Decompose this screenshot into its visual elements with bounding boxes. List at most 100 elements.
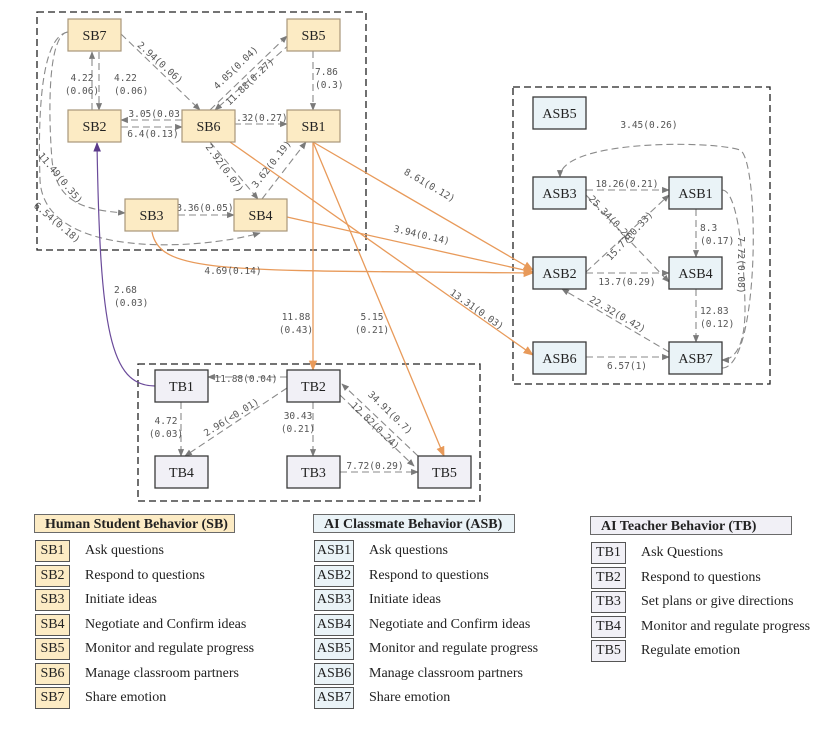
legend-asb-title: AI Classmate Behavior (ASB): [313, 514, 515, 533]
node-box: [233, 198, 288, 232]
edge-label: 6.57(1): [607, 361, 647, 372]
node-tb1: TB1: [154, 369, 209, 403]
legend-code-box: SB6: [35, 662, 70, 685]
edge-label: 13.31(0.03): [448, 287, 506, 332]
edge-label: 3.94(0.14): [392, 224, 450, 248]
node-label: SB6: [196, 120, 220, 135]
node-label: TB3: [301, 466, 326, 481]
edge-label: 2.94(0.06): [135, 40, 185, 86]
edge-label: 4.22(0.06): [114, 73, 148, 97]
edge-tb2-to-tb5: [339, 394, 415, 467]
node-sb3: SB3: [124, 198, 179, 232]
edge-label: 4.69(0.14): [204, 266, 261, 277]
edge-tb5-to-tb2: [341, 383, 419, 457]
edge-label-line: 4.22: [71, 73, 94, 84]
edge-label: 2.92(0.07): [203, 142, 246, 195]
node-label: TB1: [169, 380, 194, 395]
node-label: SB2: [82, 120, 106, 135]
edge-label: 22.32(0.42): [587, 294, 647, 335]
node-box: [154, 455, 209, 489]
edge-label: 18.26(0.21): [596, 179, 659, 190]
edge-label-line: 4.72: [155, 416, 178, 427]
node-sb5: SB5: [286, 18, 341, 52]
legend-code-box: SB7: [35, 687, 70, 709]
node-label: TB4: [169, 466, 194, 481]
node-box: [67, 109, 122, 143]
legend-code-box: ASB2: [314, 564, 354, 587]
edge-label: 7.72(0.08): [735, 236, 746, 293]
legend-description: Initiate ideas: [85, 592, 157, 607]
edge-label: 2.68(0.03): [114, 285, 148, 309]
node-label: SB1: [301, 120, 325, 135]
edge-asb3-to-asb4: [585, 194, 670, 283]
edge-sb7-to-sb4: [38, 31, 261, 246]
legend-code-box: SB2: [35, 564, 70, 587]
edge-asb7-to-asb3: [556, 143, 754, 369]
edge-label: 7.72(0.29): [346, 461, 403, 472]
legend-code-box: SB5: [35, 638, 70, 660]
node-asb4: ASB4: [668, 256, 723, 290]
node-label: ASB4: [678, 267, 712, 282]
legend-description: Manage classroom partners: [85, 665, 239, 681]
edge-label: 3.05(0.03): [128, 109, 185, 120]
legend-description: Share emotion: [85, 690, 167, 705]
node-box: [154, 369, 209, 403]
node-sb4: SB4: [233, 198, 288, 232]
edge-sb4-to-sb1: [261, 141, 307, 200]
node-label: ASB5: [542, 107, 576, 122]
legend-code-box: TB2: [591, 566, 626, 589]
edge-label: 4.22(0.06): [65, 73, 99, 97]
node-box: [668, 176, 723, 210]
legend-tb-title: AI Teacher Behavior (TB): [590, 516, 792, 535]
edge-label: 7.86(0.3): [315, 67, 344, 91]
node-tb5: TB5: [417, 455, 472, 489]
edge-label-line: (0.03): [114, 298, 148, 309]
edge-sb1-to-tb5: [312, 141, 445, 457]
node-box: [668, 256, 723, 290]
node-box: [532, 96, 587, 130]
node-label: ASB7: [678, 352, 712, 367]
legend-code-box: SB3: [35, 589, 70, 611]
sb-group-border: [36, 11, 367, 251]
edge-asb7-to-asb2: [561, 288, 670, 353]
edge-label-line: 11.88: [282, 312, 311, 323]
legend-code-box: TB1: [591, 542, 626, 564]
edge-asb2-to-asb1: [585, 194, 670, 273]
legend-description: Respond to questions: [369, 567, 489, 583]
node-asb5: ASB5: [532, 96, 587, 130]
edge-tb2-to-tb4: [184, 387, 288, 457]
edge-label: 12.83(0.12): [700, 306, 734, 330]
edge-sb6-to-sb5: [209, 35, 288, 111]
legend-description: Monitor and regulate progress: [369, 641, 539, 656]
legend-description: Ask questions: [369, 543, 448, 558]
node-asb7: ASB7: [668, 341, 723, 375]
node-sb7: SB7: [67, 18, 122, 52]
legend-item: ASB2 Respond to questions: [314, 564, 489, 587]
legend-code-box: SB1: [35, 540, 70, 562]
edge-label: 11.88(0.04): [215, 374, 278, 385]
node-label: SB4: [248, 209, 272, 224]
legend-description: Negotiate and Confirm ideas: [85, 616, 247, 632]
edge-label-line: 5.15: [361, 312, 384, 323]
legend-sb-title: Human Student Behavior (SB): [34, 514, 235, 533]
node-label: ASB2: [542, 267, 576, 282]
edge-label-line: 30.43: [284, 411, 313, 422]
node-asb2: ASB2: [532, 256, 587, 290]
edge-sb6-to-asb6: [229, 141, 534, 356]
edge-label: 30.43 (0.21): [281, 411, 315, 435]
edge-label: 6.54(0.18): [31, 200, 82, 245]
edges-layer: [38, 31, 754, 476]
legend-description: Initiate ideas: [369, 592, 441, 607]
node-label: SB3: [139, 209, 163, 224]
edge-label-line: (0.21): [281, 424, 315, 435]
edge-label-line: 7.86: [315, 67, 338, 78]
node-label: ASB6: [542, 352, 576, 367]
legend-code-box: TB4: [591, 615, 626, 638]
edge-sb1-to-asb2: [312, 141, 534, 271]
